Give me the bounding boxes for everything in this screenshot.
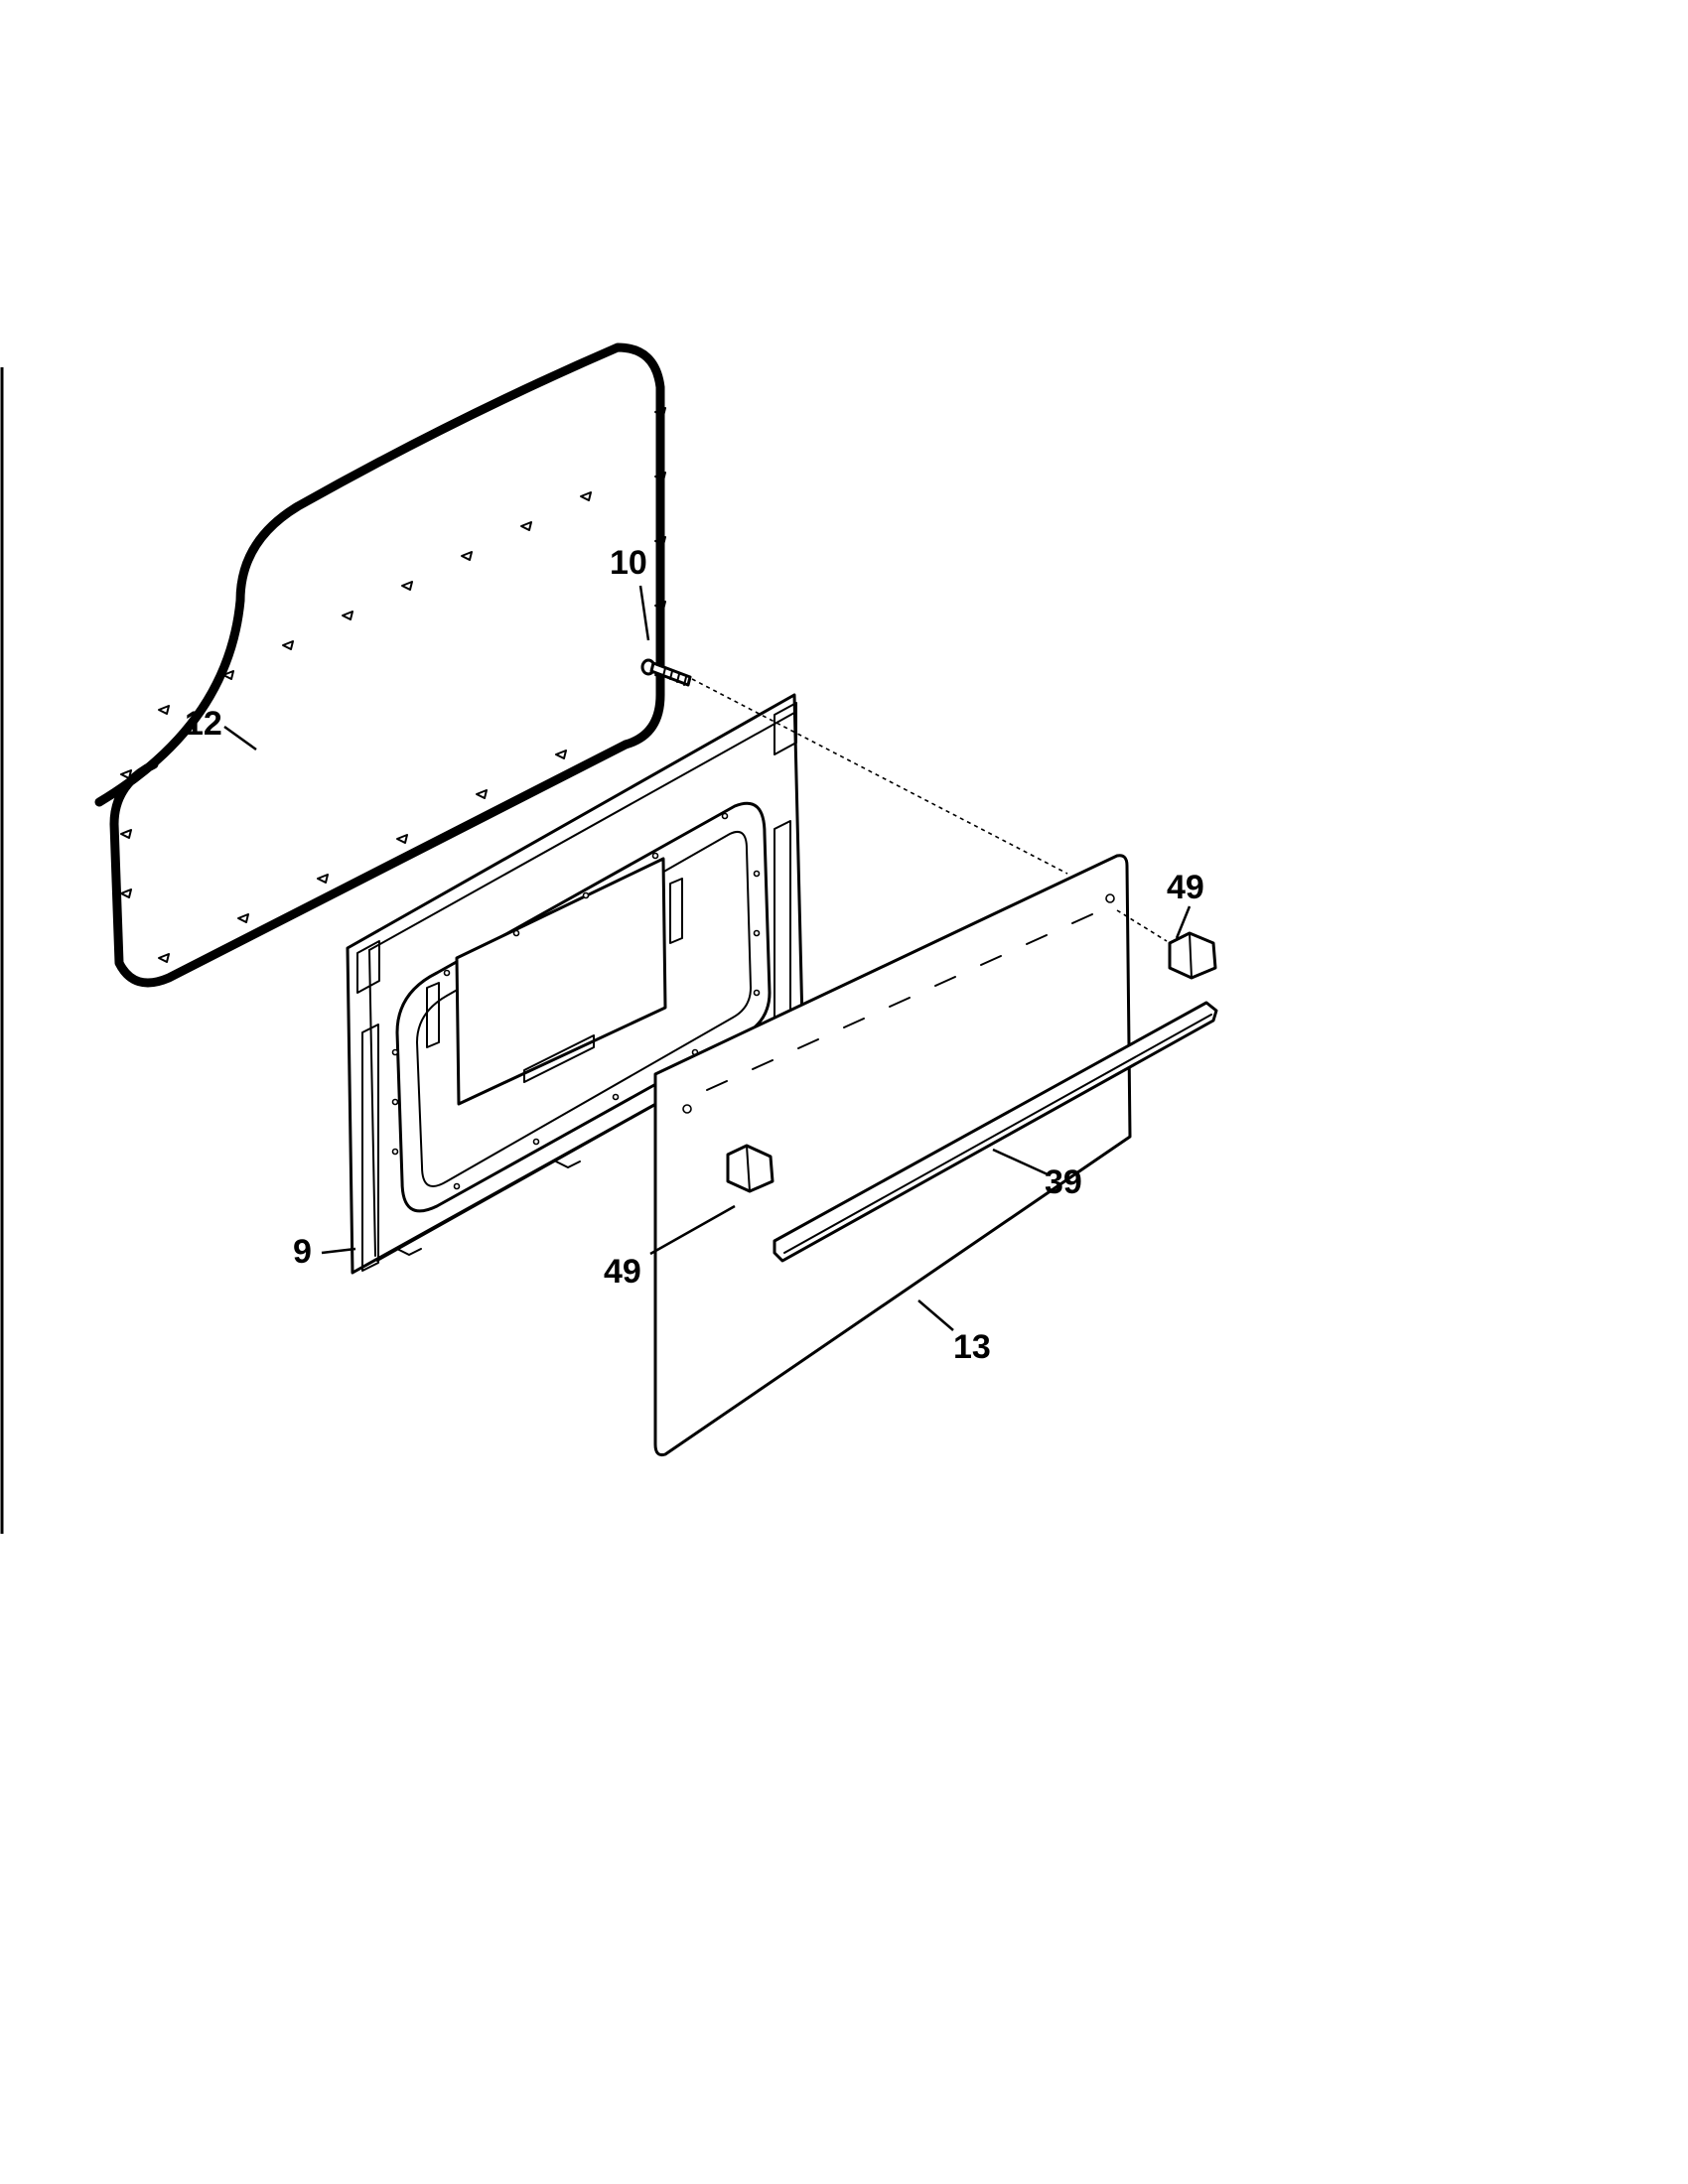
part-9-door-liner [346, 693, 804, 1275]
screw-alignment-line [691, 678, 1068, 875]
callout-49-lower: 49 [604, 1253, 641, 1291]
part-13-outer-door-panel [653, 854, 1132, 1456]
leader-lines [223, 585, 1192, 1331]
callout-12: 12 [185, 705, 222, 743]
part-39-trim [773, 1001, 1218, 1263]
bracket-alignment-line [1116, 909, 1168, 942]
part-12-gasket [94, 342, 666, 988]
callout-49-upper: 49 [1167, 869, 1204, 906]
callout-39: 39 [1045, 1163, 1082, 1201]
callout-10: 10 [610, 544, 647, 582]
part-49-hinge-bracket-upper [1168, 931, 1217, 980]
part-10-screw [640, 658, 692, 687]
callout-13: 13 [953, 1328, 991, 1366]
part-49-hinge-bracket-lower [726, 1144, 774, 1193]
callout-9: 9 [293, 1233, 312, 1271]
